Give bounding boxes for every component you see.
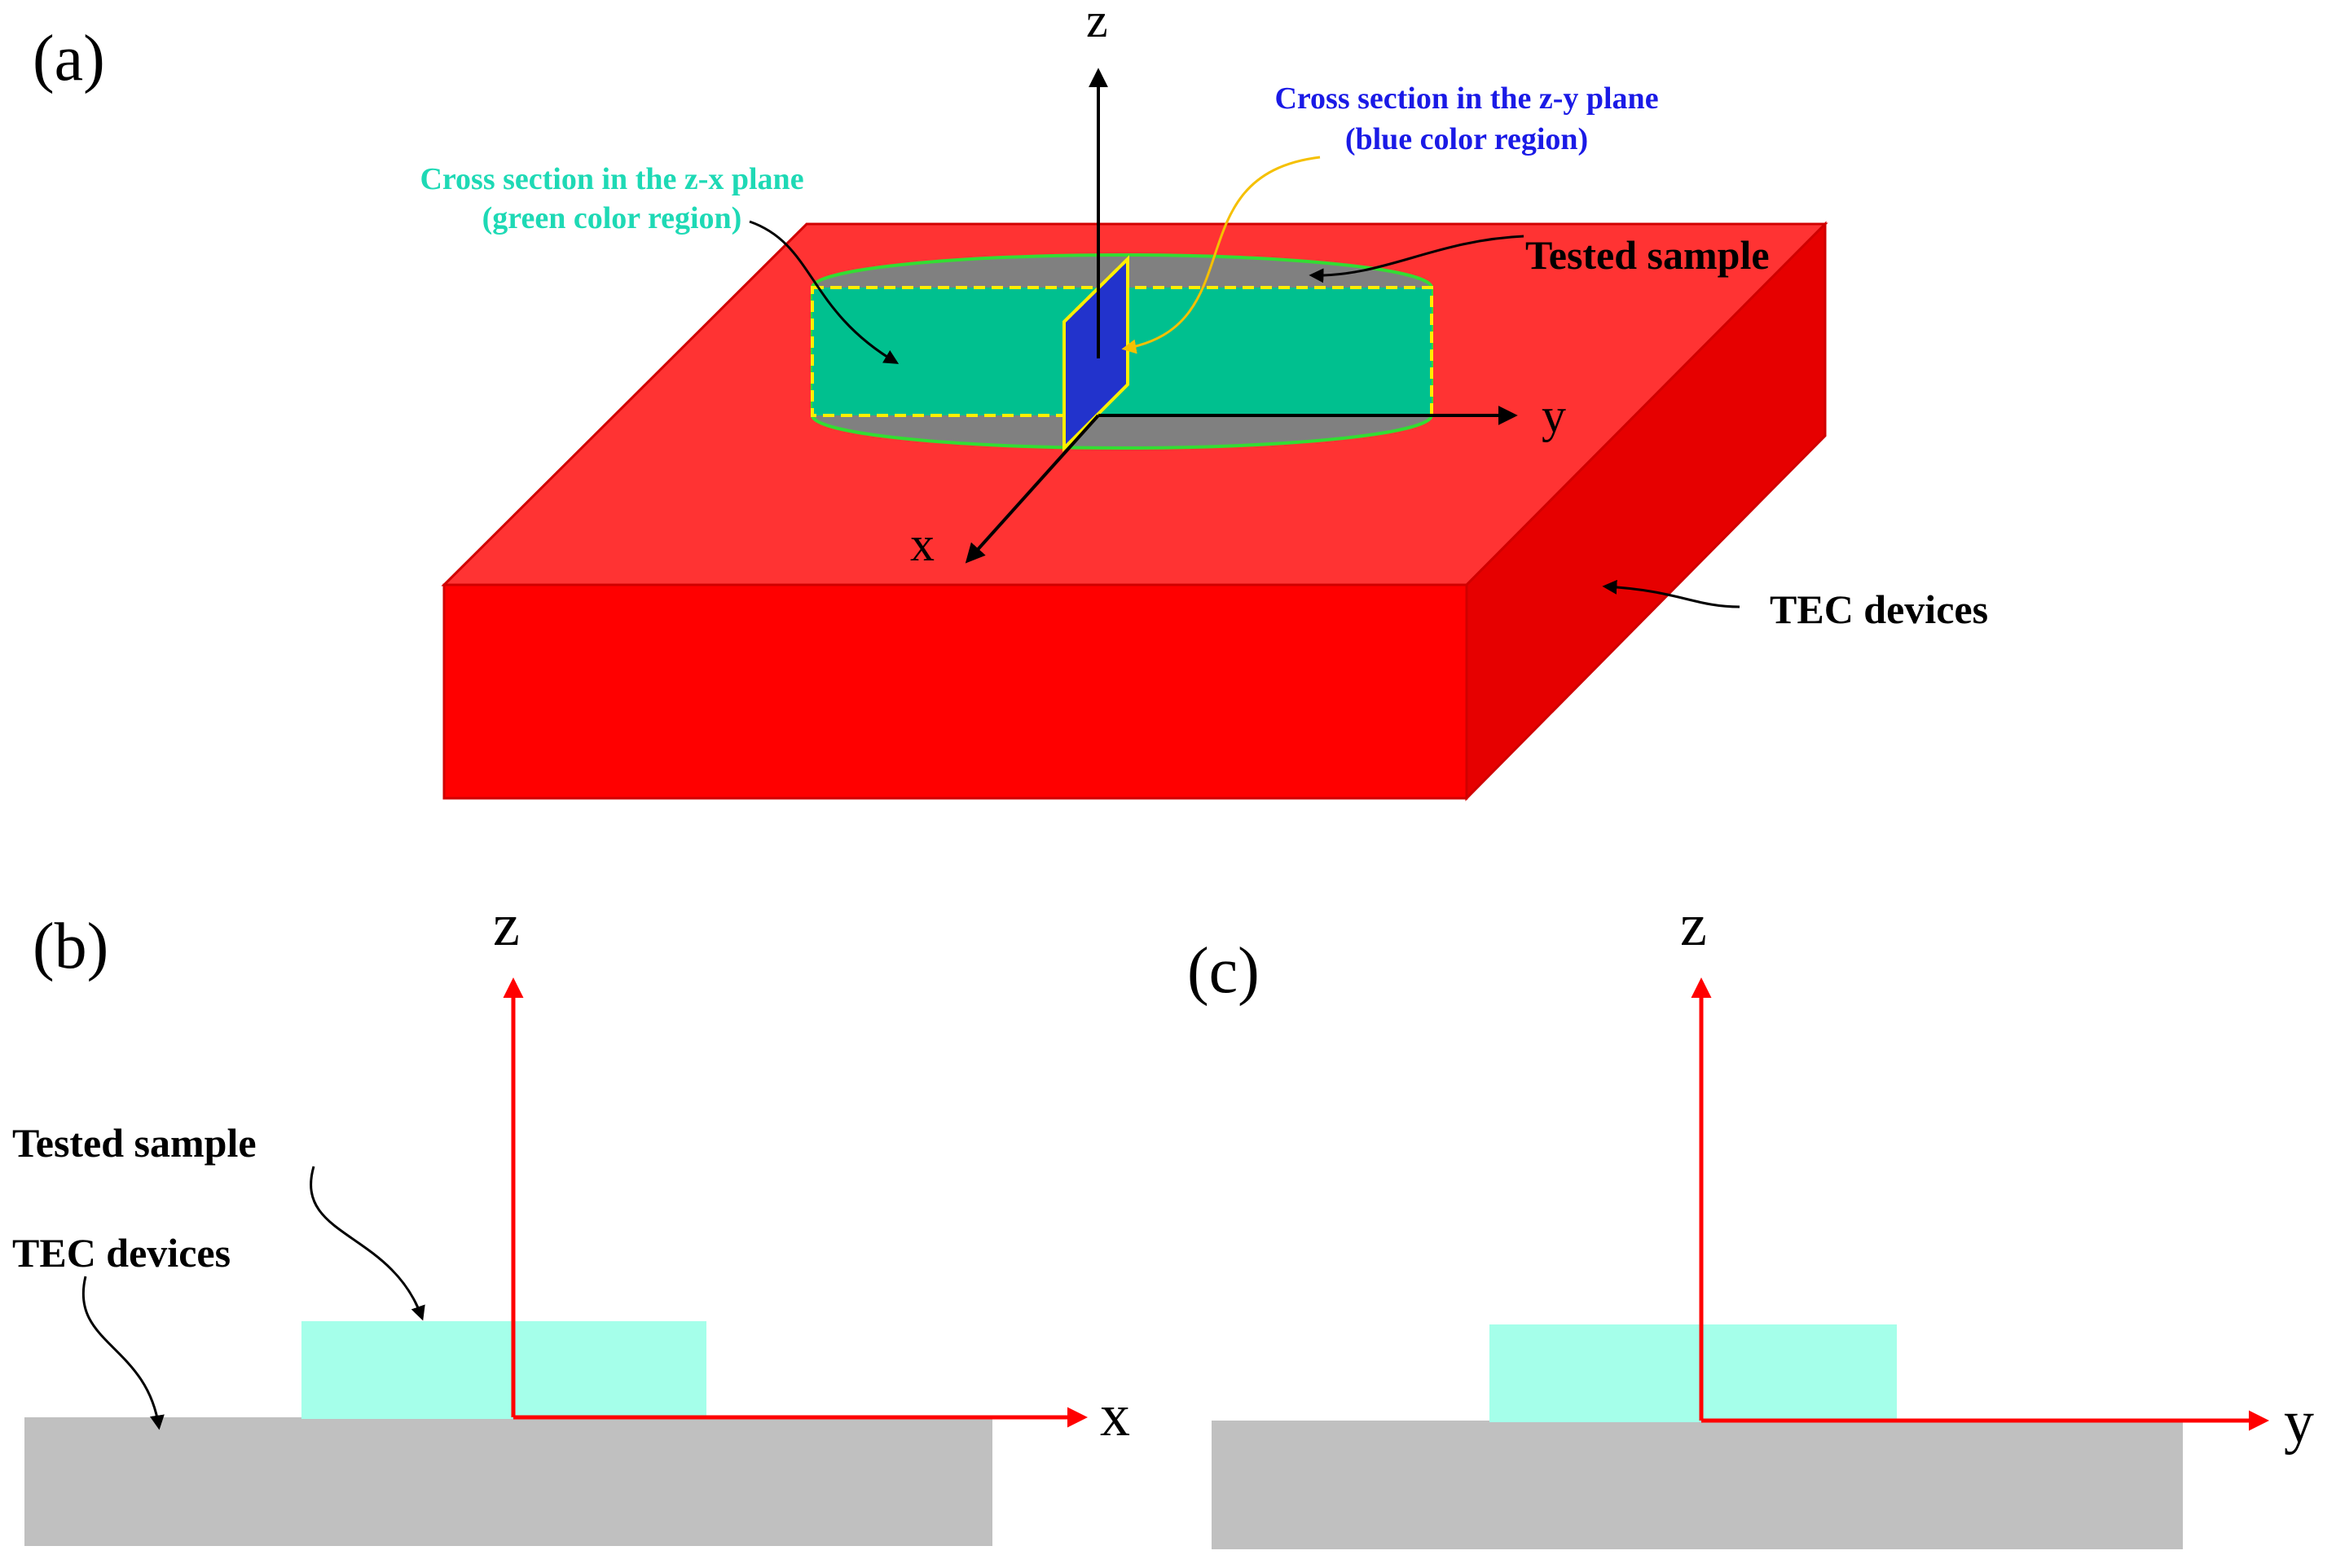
sample-label-b: Tested sample	[12, 1120, 257, 1166]
sample-annotation-a: Tested sample	[1309, 232, 1770, 283]
panel-a-axes: z y x	[910, 0, 1566, 571]
panel-c-label: (c)	[1187, 935, 1260, 1007]
axis-a-x-label: x	[910, 517, 935, 571]
tec-devices-c	[1212, 1421, 2183, 1549]
sample-arrow-b	[310, 1166, 425, 1321]
axis-a-z-label: z	[1086, 0, 1108, 47]
green-annotation-arrow	[749, 220, 900, 364]
green-annotation-line2: (green color region)	[482, 201, 742, 235]
tec-front-face	[442, 583, 1468, 800]
green-annotation-line1: Cross section in the z-x plane	[420, 162, 803, 196]
x-axis-arrow	[965, 414, 1100, 564]
blue-annotation-line2: (blue color region)	[1345, 122, 1588, 156]
sample-arrow-a	[1309, 235, 1524, 283]
tec-label-b: TEC devices	[12, 1230, 231, 1276]
tec-arrow-a	[1602, 579, 1740, 608]
tested-sample-b	[301, 1321, 706, 1419]
green-annotation: Cross section in the z-x plane (green co…	[420, 162, 900, 364]
panel-c: (c) z y	[1187, 892, 2314, 1549]
axis-c-y-label: y	[2284, 1389, 2314, 1456]
tec-arrow-b	[81, 1276, 165, 1430]
axis-c-z-label: z	[1680, 892, 1707, 959]
sample-label-a: Tested sample	[1525, 232, 1770, 278]
tested-sample-c	[1489, 1324, 1897, 1422]
axis-b-x-label: x	[1100, 1382, 1130, 1449]
tested-sample-disk	[811, 253, 1433, 452]
axis-b-z-label: z	[493, 892, 520, 959]
blue-annotation-line1: Cross section in the z-y plane	[1274, 81, 1658, 116]
panel-b-label: (b)	[33, 911, 108, 982]
tec-devices-b	[24, 1417, 992, 1546]
panel-a-label: (a)	[33, 23, 105, 94]
panel-b: (b) z x Tested sample TEC devices	[12, 892, 1130, 1546]
blue-annotation-curve	[1121, 156, 1321, 354]
tec-annotation-a: TEC devices	[1602, 579, 1988, 632]
axis-a-y-label: y	[1542, 389, 1566, 442]
tec-label-a: TEC devices	[1770, 586, 1988, 632]
blue-annotation: Cross section in the z-y plane (blue col…	[1121, 81, 1659, 354]
panel-a: (a) z y x	[33, 0, 1988, 802]
